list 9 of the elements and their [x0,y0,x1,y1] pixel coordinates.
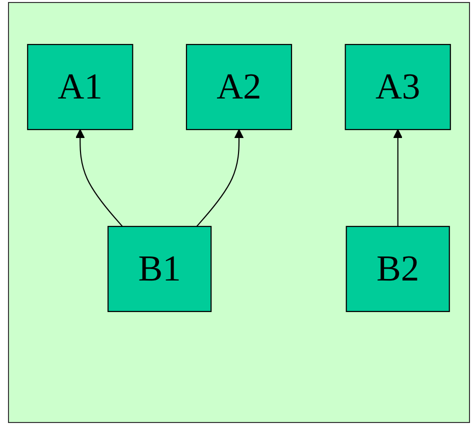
panel-background: A1 A2 A3 B1 B2 [8,2,470,423]
node-box [186,44,292,130]
arrow [393,129,403,226]
node-box [344,44,451,130]
arrow [75,129,123,227]
arrow [196,129,244,227]
node-box [108,226,212,312]
node-box [27,44,134,130]
node-box [346,226,450,312]
